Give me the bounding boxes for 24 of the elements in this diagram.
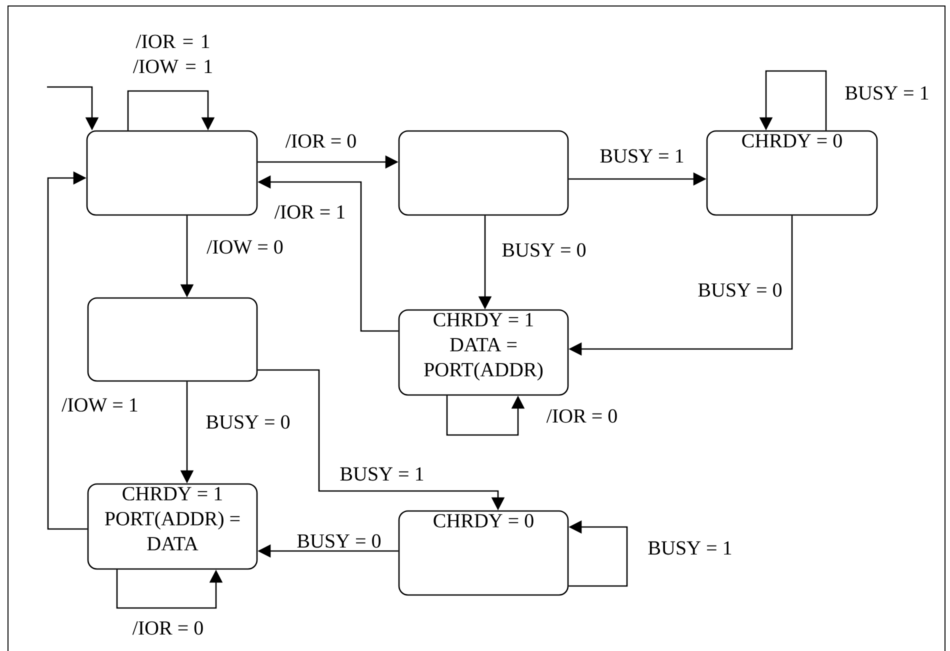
edge-label: BUSY = 1 xyxy=(844,85,930,101)
edge-label: BUSY = 0 xyxy=(500,242,588,258)
state-box xyxy=(398,130,569,216)
edge-label: BUSY = 0 xyxy=(696,282,784,298)
state-box: CHRDY = 1 DATA = PORT(ADDR) xyxy=(398,309,569,396)
state-box: CHRDY = 1 PORT(ADDR) = DATA xyxy=(87,483,258,570)
edge-label: /IOW = 0 xyxy=(206,239,284,255)
arrow xyxy=(47,171,88,530)
edge-label: /IOR = 0 xyxy=(545,408,619,424)
edge-label: /IOR = 1 /IOW = 1 xyxy=(122,34,224,74)
edge-label: BUSY = 1 xyxy=(598,148,686,164)
edge-label: BUSY = 1 xyxy=(338,466,426,482)
edge-label: /IOR = 0 xyxy=(284,133,358,149)
edge-label: BUSY = 1 xyxy=(646,540,734,556)
edge-label: /IOR = 1 xyxy=(273,204,347,220)
edge-label: BUSY = 0 xyxy=(296,533,382,549)
edge-label: BUSY = 0 xyxy=(204,414,292,430)
edge-label: /IOR = 0 xyxy=(131,620,205,636)
state-box xyxy=(87,297,258,382)
state-box: CHRDY = 0 xyxy=(398,510,569,596)
arrow xyxy=(127,90,215,130)
edge-label: /IOW = 1 xyxy=(60,397,140,413)
state-box xyxy=(86,130,258,216)
state-box: CHRDY = 0 xyxy=(706,130,878,216)
